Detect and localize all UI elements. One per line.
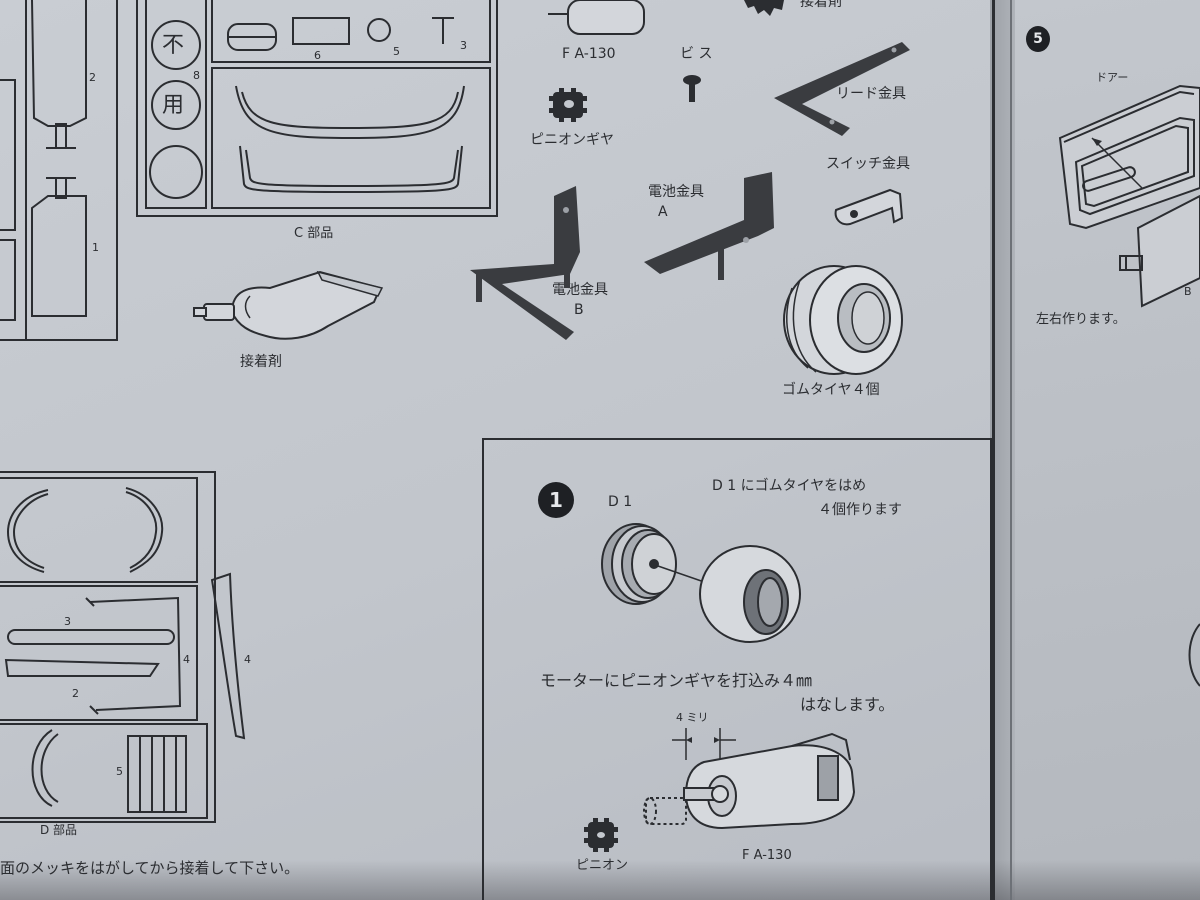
- battery-bracket-a-letter: A: [658, 204, 668, 220]
- rubber-tire-label: ゴムタイヤ４個: [782, 382, 880, 398]
- not-used-char-1: 不: [162, 33, 185, 58]
- d-sprue-number-4a: 4: [183, 653, 190, 666]
- motor-label: F A-130: [562, 46, 616, 62]
- step1-number-badge: 1: [538, 482, 574, 518]
- motor-small-label: F A-130: [742, 848, 792, 863]
- pinion-gear-icon: [549, 88, 587, 122]
- step5-number: 5: [1033, 31, 1043, 47]
- d-sprue-number-5: 5: [116, 765, 123, 778]
- lead-bracket-label: リード金具: [836, 86, 906, 102]
- c-sprue-number-3: 3: [460, 39, 467, 52]
- step1-box: [482, 438, 992, 900]
- right-page-vertical-rule: [1010, 0, 1012, 900]
- step5-note: 左右作ります。: [1036, 312, 1126, 327]
- pinion-gear-label: ピニオンギヤ: [530, 132, 614, 148]
- dimension-label: 4 ミリ: [676, 711, 709, 724]
- left-sprue-number-1: 1: [92, 241, 99, 254]
- pinion-small-label: ピニオン: [576, 858, 629, 873]
- not-used-char-2: 用: [162, 93, 185, 118]
- plating-note: 面のメッキをはがしてから接着して下さい。: [0, 859, 300, 877]
- wheel-assembly-diagram: [601, 523, 801, 643]
- bottom-shadow: [0, 860, 1200, 900]
- battery-bracket-a-icon: [644, 172, 774, 280]
- d-sprue-number-3: 3: [64, 615, 71, 628]
- step1-instruction-line1: D 1 にゴムタイヤをはめ: [712, 478, 867, 494]
- motor-instruction-line1: モーターにピニオンギヤを打込み４㎜: [540, 671, 813, 690]
- motor-illustration-top: [548, 0, 645, 35]
- top-right-cut-label: 接着剤: [800, 0, 842, 10]
- spur-gear-partial: [744, 0, 784, 16]
- step1-instruction-line2: ４個作ります: [818, 502, 902, 518]
- adhesive-label: 接着剤: [240, 354, 282, 370]
- motor-pinion-diagram: [643, 728, 856, 830]
- battery-bracket-a-label: 電池金具: [648, 184, 704, 200]
- c-parts-label: C 部品: [294, 226, 334, 241]
- c-sprue-side-number: 8: [193, 69, 200, 82]
- switch-bracket-label: スイッチ金具: [826, 156, 910, 172]
- lead-bracket-icon: [774, 42, 910, 136]
- adhesive-tube-icon: [193, 270, 384, 340]
- screw-label: ビ ス: [680, 46, 713, 62]
- page-divider: [992, 0, 995, 900]
- left-sprue-number-2: 2: [89, 71, 96, 84]
- screw-icon: [683, 75, 701, 102]
- door-assembly-diagram: [1058, 84, 1200, 308]
- d-sprue-number-4b: 4: [244, 653, 251, 666]
- d-parts-sprue: [0, 471, 246, 823]
- c-sprue-number-5: 5: [393, 45, 400, 58]
- step1-number: 1: [549, 488, 563, 512]
- step5-number-badge: 5: [1026, 26, 1050, 52]
- c-parts-sprue: [136, 0, 498, 217]
- d-sprue-number-2: 2: [72, 687, 79, 700]
- battery-bracket-b-letter: B: [574, 302, 584, 318]
- pinion-gear-small-icon: [584, 818, 618, 852]
- door-label: ドアー: [1096, 71, 1129, 84]
- rubber-tire-icon: [783, 265, 903, 375]
- c-sprue-number-6: 6: [314, 49, 321, 62]
- d1-label: D 1: [608, 494, 633, 510]
- motor-instruction-line2: はなします。: [800, 695, 895, 714]
- right-page-edge-mark: [1188, 623, 1200, 687]
- d-parts-label: D 部品: [40, 823, 78, 837]
- switch-bracket-icon: [834, 188, 904, 226]
- step5-part-letter: B: [1184, 285, 1192, 298]
- left-parts-sprue: [0, 0, 118, 341]
- battery-bracket-b-icon: [470, 186, 580, 340]
